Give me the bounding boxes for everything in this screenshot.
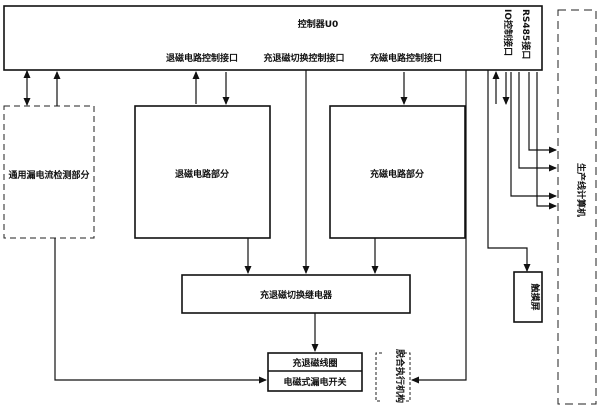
controller-block: 控制器U0: [3, 5, 543, 71]
relay-label: 充退磁切换继电器: [260, 289, 333, 301]
demag-circuit-label: 退磁电路部分: [175, 168, 229, 180]
arrow-leak-to-switch: [54, 238, 267, 384]
touchscreen-label: 触摸屏: [529, 282, 541, 310]
coil-label: 充退磁线圈: [292, 357, 337, 369]
charge-circuit-block: 充磁电路部分: [329, 105, 466, 239]
controller-label: 控制器U0: [298, 18, 339, 30]
computer-block: 生产线计算机: [557, 9, 597, 405]
port-io-ctrl: IO控制接口: [502, 9, 514, 56]
arrow-ctrl-to-actuator: [411, 70, 467, 384]
touchscreen-block: 触摸屏: [513, 271, 543, 323]
port-demag-ctrl: 退磁电路控制接口: [166, 52, 238, 64]
coil-switch-block: 充退磁线圈 电磁式漏电开关: [267, 352, 363, 392]
charge-circuit-label: 充磁电路部分: [370, 168, 424, 180]
leak-detect-block: 通用漏电流检测部分: [3, 105, 95, 239]
port-rs485: RS485接口: [520, 9, 532, 59]
connections: [23, 70, 557, 384]
computer-label: 生产线计算机: [575, 163, 587, 217]
port-charge-ctrl: 充磁电路控制接口: [370, 52, 442, 64]
port-switch-ctrl: 充退磁切换控制接口: [263, 52, 344, 64]
arrow-io-to-computer-2: [518, 72, 557, 172]
actuator-block: 脱合执行机构: [375, 349, 411, 403]
actuator-label: 脱合执行机构: [394, 349, 406, 403]
demag-circuit-block: 退磁电路部分: [134, 105, 271, 239]
arrow-rs485-to-computer-2: [536, 72, 557, 210]
arrow-io-to-computer-1: [510, 72, 557, 200]
relay-block: 充退磁切换继电器: [181, 274, 411, 314]
arrow-rs485-to-computer: [528, 72, 557, 154]
leak-detect-label: 通用漏电流检测部分: [8, 169, 89, 181]
arrow-ctrl-to-touchscreen: [487, 70, 531, 272]
switch-label: 电磁式漏电开关: [283, 376, 346, 388]
